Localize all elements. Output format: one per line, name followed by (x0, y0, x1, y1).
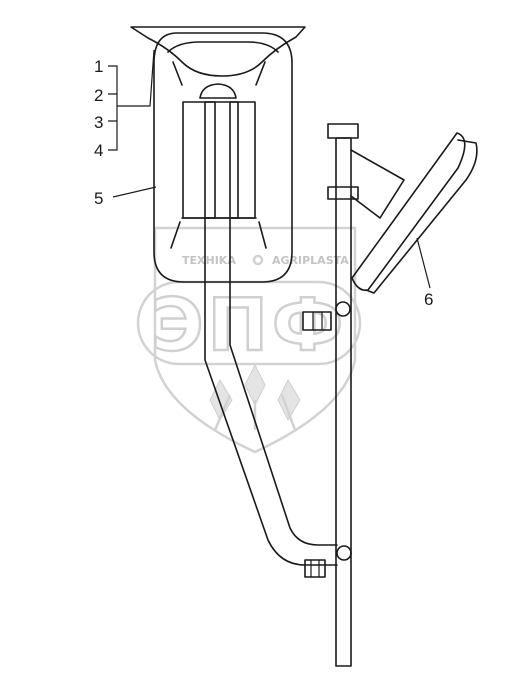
support-arm-nut-bottom (304, 559, 326, 578)
watermark-brand-left: TEXHIKA (182, 254, 236, 267)
mirror-bracket-plate (182, 101, 256, 219)
watermark: TEXHIKA AGRIPLASTA ЭПФ (136, 226, 362, 454)
support-arm-bolt-bottom (336, 545, 352, 561)
callout-6: 6 (424, 290, 433, 309)
watermark-wheat-icon (209, 363, 301, 431)
side-mirror (350, 132, 478, 294)
support-arm-right-edge (229, 217, 338, 546)
support-arm-bolt-upper (335, 301, 351, 317)
mounting-rod-top-cap (327, 123, 359, 139)
callout-bracket-1-4 (108, 49, 155, 151)
leader-line-6 (416, 237, 431, 289)
mirror-bracket-inner-right (229, 101, 239, 219)
mirror-corner-line-br (258, 221, 267, 249)
side-mirror-rim (365, 139, 478, 294)
support-arm (204, 217, 352, 578)
mirror-top-cover (130, 26, 306, 77)
watermark-shield (153, 226, 357, 454)
callout-5: 5 (94, 189, 103, 208)
mirror-corner-line-tl (172, 61, 183, 86)
mirror-corner-line-bl (170, 221, 181, 249)
leader-line-5 (112, 186, 157, 198)
callout-4: 4 (94, 141, 103, 160)
mirror-corner-line-tr (255, 61, 266, 86)
mirror-head (130, 26, 306, 283)
callout-1: 1 (94, 57, 103, 76)
mounting-rod-shaft (335, 137, 352, 667)
watermark-emblem: ЭПФ (151, 283, 348, 367)
mirror-bracket-inner-left (204, 101, 216, 219)
support-arm-nut-upper (302, 311, 332, 331)
callout-3: 3 (94, 113, 103, 132)
callouts: 1 2 3 4 5 6 (94, 49, 433, 309)
callout-2: 2 (94, 86, 103, 105)
watermark-gear-icon (252, 254, 264, 266)
mirror-glass-outline (167, 41, 279, 53)
watermark-brand-right: AGRIPLASTA (272, 254, 349, 267)
mounting-rod (302, 123, 359, 667)
side-mirror-back (351, 132, 466, 292)
mounting-rod-clamp (327, 186, 359, 200)
support-arm-left-edge (204, 217, 338, 566)
mirror-pivot-cap (199, 83, 237, 99)
side-mirror-bracket (350, 149, 405, 219)
mirror-housing (153, 32, 293, 283)
